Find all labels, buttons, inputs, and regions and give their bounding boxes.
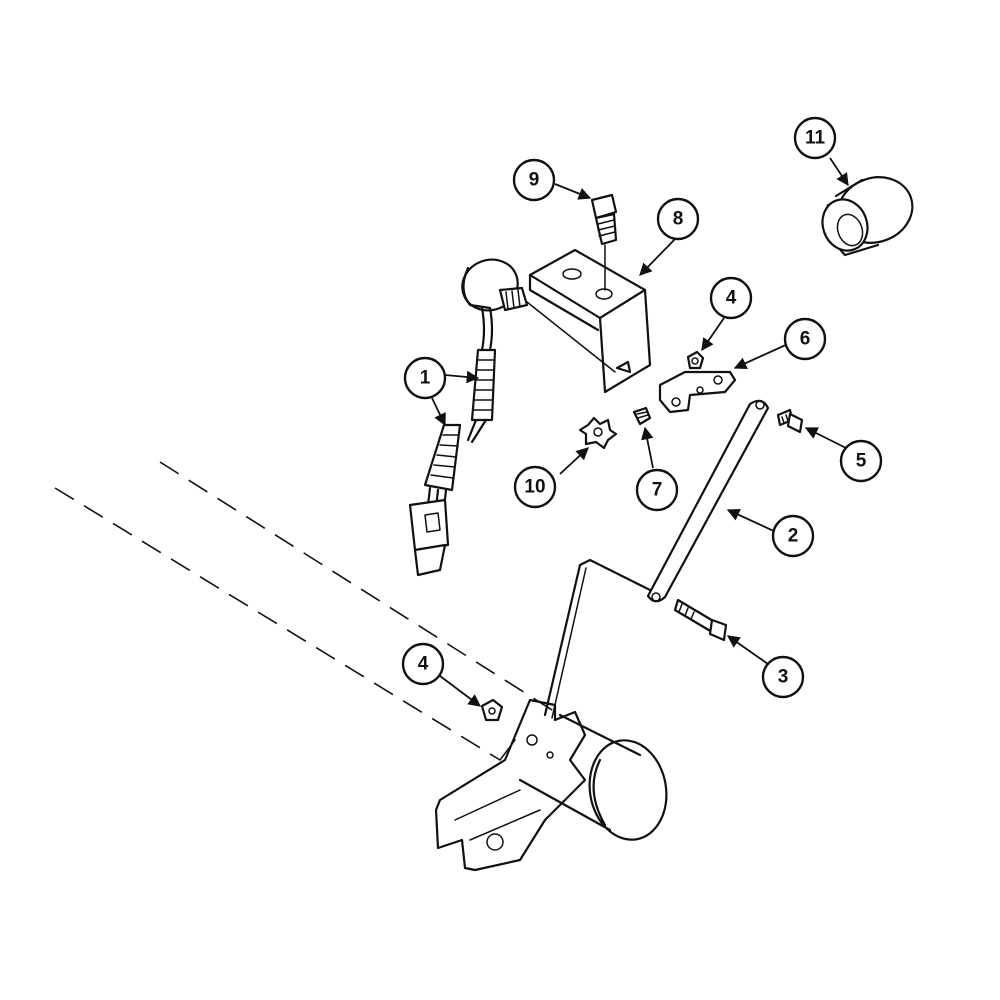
lever-arm-part-6	[658, 370, 737, 414]
callout-5: 5	[839, 439, 883, 483]
nut-part-4-lower	[480, 698, 504, 722]
nut-part-4-upper	[686, 350, 705, 370]
callout-8-label: 8	[673, 209, 684, 230]
callout-10-label: 10	[524, 477, 545, 498]
axle-centerlines	[54, 461, 561, 761]
bolt-part-9	[590, 193, 618, 291]
callout-4-lower-label: 4	[418, 654, 429, 675]
callout-9-label: 9	[529, 170, 540, 191]
callout-1-label: 1	[420, 368, 431, 389]
callout-9: 9	[512, 158, 556, 202]
callout-1: 1	[403, 356, 447, 400]
callout-4-lower: 4	[401, 642, 445, 686]
callout-11: 11	[793, 116, 837, 160]
axle-shaft-assembly	[434, 558, 668, 872]
rubber-cap-part-11	[821, 176, 914, 257]
callout-8: 8	[656, 197, 700, 241]
callout-7: 7	[635, 468, 679, 512]
callout-7-label: 7	[652, 480, 663, 501]
callout-6: 6	[783, 317, 827, 361]
connecting-rod-part-2	[646, 399, 770, 603]
leader-lines	[431, 157, 849, 707]
callout-4-upper: 4	[709, 276, 753, 320]
callout-4-upper-label: 4	[726, 288, 737, 309]
mounting-bracket-part-8	[528, 248, 652, 394]
callout-10: 10	[513, 465, 557, 509]
spacer-part-7	[632, 406, 652, 426]
callout-11-label: 11	[805, 128, 826, 149]
star-nut-part-10	[578, 416, 618, 450]
bolt-part-3	[673, 598, 728, 642]
bolt-part-5	[776, 408, 804, 434]
callout-3: 3	[761, 655, 805, 699]
callout-5-label: 5	[856, 451, 867, 472]
callout-3-label: 3	[778, 667, 789, 688]
callout-2: 2	[771, 514, 815, 558]
callout-6-label: 6	[800, 329, 811, 350]
sensor-harness-part-1	[408, 258, 616, 577]
callout-2-label: 2	[788, 526, 799, 547]
